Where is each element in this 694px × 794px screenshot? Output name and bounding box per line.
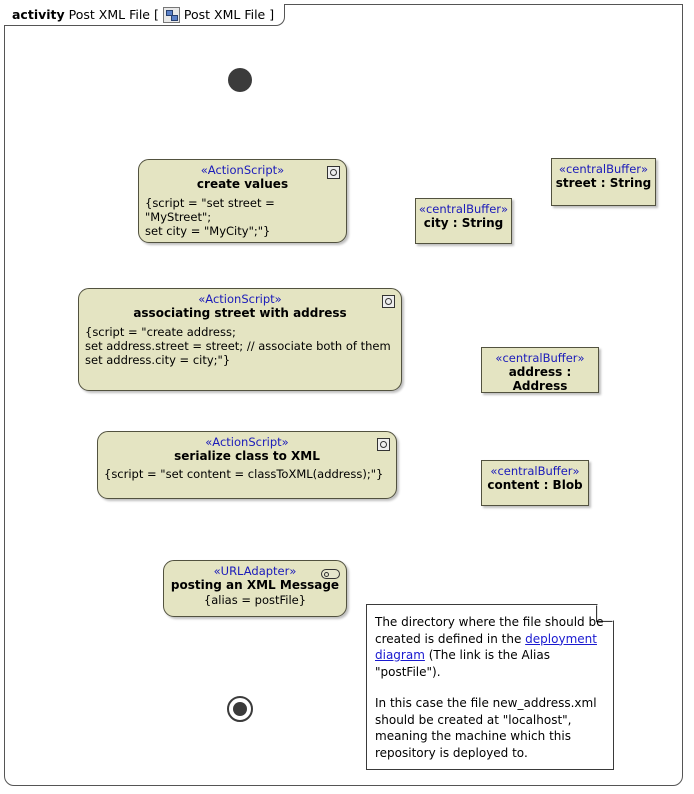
action-body-line: set address.city = city;"} — [85, 353, 231, 367]
stereotype-label: «centralBuffer» — [495, 351, 585, 365]
stereotype-label: «ActionScript» — [205, 435, 289, 449]
note-para1-part1: The directory where the file should be c… — [375, 615, 604, 646]
initial-node[interactable] — [228, 68, 252, 92]
note-text: The directory where the file should be c… — [375, 614, 605, 761]
note-para2: In this case the file new_address.xml sh… — [375, 696, 597, 760]
stereotype-label: «URLAdapter» — [213, 564, 297, 578]
action-create-values[interactable]: «ActionScript» create values {script = "… — [138, 159, 347, 243]
frame-keyword: activity — [12, 7, 65, 22]
stereotype-label: «centralBuffer» — [558, 162, 649, 176]
activity-final-inner — [233, 702, 247, 716]
action-serialize-class-to-xml[interactable]: «ActionScript» serialize class to XML {s… — [97, 431, 397, 499]
action-name: posting an XML Message — [170, 578, 340, 592]
frame-bracket-close: ] — [269, 7, 275, 22]
stereotype-label: «centralBuffer» — [490, 464, 580, 478]
note-para1-part2: (The link is the Alias "postFile"). — [375, 648, 550, 679]
frame-title-tab: activity Post XML File [ Post XML File ] — [4, 4, 286, 26]
stereotype-label: «ActionScript» — [198, 292, 282, 306]
gear-icon — [382, 295, 395, 308]
action-name: associating street with address — [133, 306, 347, 320]
action-body-line: set city = "MyCity";"} — [145, 224, 271, 238]
stereotype-label: «ActionScript» — [200, 163, 285, 177]
note-paragraph-spacer — [375, 680, 605, 695]
note-comment[interactable]: The directory where the file should be c… — [366, 604, 614, 770]
action-body-line: {alias = postFile} — [203, 593, 307, 607]
buffer-name: address : Address — [508, 365, 572, 393]
note-fold-corner — [596, 605, 613, 622]
central-buffer-street[interactable]: «centralBuffer» street : String — [551, 158, 656, 206]
central-buffer-address[interactable]: «centralBuffer» address : Address — [481, 347, 599, 393]
pin-icon — [321, 569, 340, 579]
action-body-line: {script = "create address; — [85, 325, 236, 339]
central-buffer-content[interactable]: «centralBuffer» content : Blob — [481, 460, 589, 506]
action-name: create values — [196, 177, 289, 191]
buffer-name: city : String — [423, 216, 504, 230]
activity-diagram-icon — [162, 6, 180, 23]
action-associating-street-with-address[interactable]: «ActionScript» associating street with a… — [78, 288, 402, 391]
frame-diagram-name: Post XML File — [183, 7, 266, 22]
frame-bracket-open: [ — [154, 7, 159, 22]
deployment-diagram-link[interactable]: deployment diagram — [375, 631, 597, 662]
buffer-name: street : String — [555, 176, 652, 190]
stereotype-label: «centralBuffer» — [418, 202, 509, 216]
action-posting-an-xml-message[interactable]: «URLAdapter» posting an XML Message {ali… — [163, 560, 347, 617]
action-body-line: set address.street = street; // associat… — [85, 339, 391, 353]
frame-title: Post XML File — [68, 7, 151, 22]
central-buffer-city[interactable]: «centralBuffer» city : String — [415, 198, 512, 244]
action-body-line: {script = "set street = "MyStreet"; — [145, 196, 275, 224]
gear-icon — [377, 438, 390, 451]
action-name: serialize class to XML — [174, 449, 320, 463]
gear-icon — [327, 166, 340, 179]
action-body-line: {script = "set content = classToXML(addr… — [104, 467, 384, 481]
buffer-name: content : Blob — [487, 478, 583, 492]
